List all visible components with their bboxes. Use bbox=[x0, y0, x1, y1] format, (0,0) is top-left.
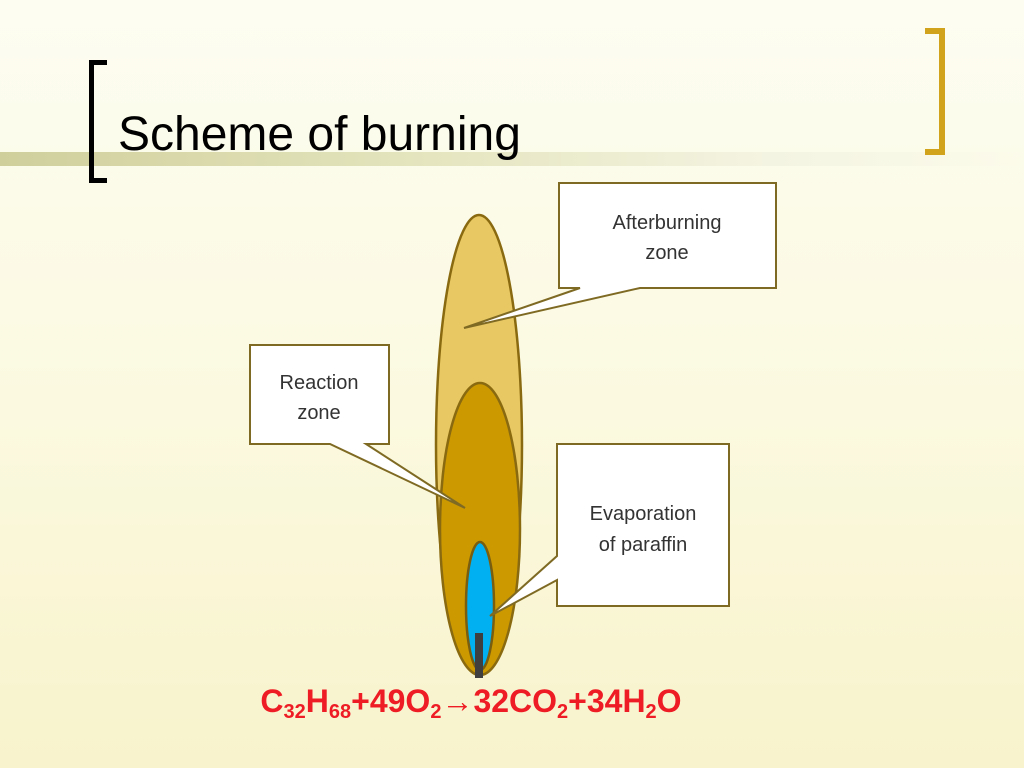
equation-water: +34H bbox=[568, 683, 646, 719]
equation-hydrogen-subscript: 68 bbox=[328, 701, 352, 723]
reaction-callout-line1: Reaction bbox=[280, 372, 359, 394]
evaporation-callout-line2: of paraffin bbox=[599, 534, 688, 556]
combustion-equation: C32H68+49O2→32CO2+34H2O bbox=[0, 683, 942, 723]
afterburning-callout-line2: zone bbox=[645, 242, 688, 264]
slide-title: Scheme of burning bbox=[118, 108, 521, 161]
equation-oxygen-subscript: 2 bbox=[430, 701, 442, 723]
equation-water-oxygen: O bbox=[656, 683, 682, 719]
reaction-callout-line2: zone bbox=[297, 402, 340, 424]
equation-carbon-dioxide-subscript: 2 bbox=[557, 701, 569, 723]
afterburning-callout-line1: Afterburning bbox=[613, 212, 722, 234]
equation-oxygen: +49O bbox=[351, 683, 431, 719]
afterburning-callout-box bbox=[463, 182, 777, 329]
candle-wick bbox=[475, 633, 483, 678]
reaction-callout-box bbox=[249, 344, 466, 509]
evaporation-callout-box bbox=[489, 443, 730, 617]
equation-carbon-subscript: 32 bbox=[283, 701, 306, 723]
equation-hydrogen: H bbox=[305, 683, 329, 719]
equation-arrow: → bbox=[441, 683, 474, 719]
title-bracket-left bbox=[89, 60, 107, 183]
title-bracket-right bbox=[925, 28, 945, 155]
equation-carbon: C bbox=[260, 683, 284, 719]
title-underline-band bbox=[0, 152, 1024, 166]
equation-carbon-dioxide: 32CO bbox=[473, 683, 558, 719]
equation-water-subscript: 2 bbox=[645, 701, 657, 723]
evaporation-callout-line1: Evaporation bbox=[590, 503, 697, 525]
